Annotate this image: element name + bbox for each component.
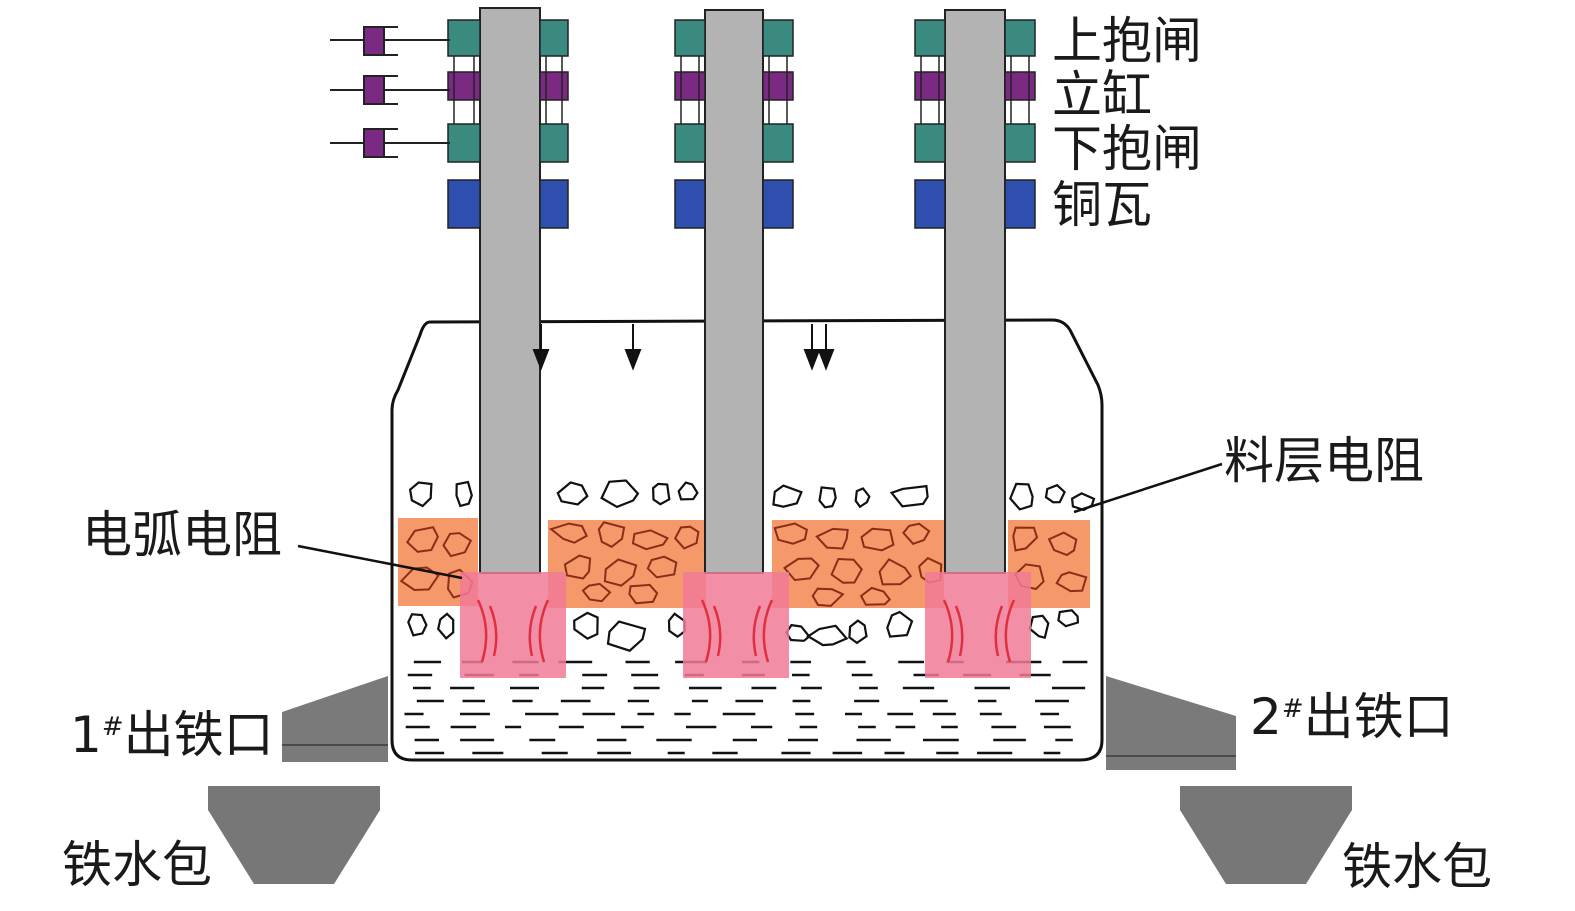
upper-clamp-left xyxy=(447,19,481,57)
burden-zone-2 xyxy=(548,520,706,608)
arc-zone-2 xyxy=(683,572,789,678)
arc-resistance-zones xyxy=(460,572,1031,678)
copper-tile-right xyxy=(762,179,794,229)
upper-clamp-right xyxy=(1004,19,1036,57)
copper-tile-right xyxy=(1004,179,1036,229)
upper-clamp-left xyxy=(674,19,706,57)
lower-clamp-left xyxy=(674,123,706,163)
arc-zone-1 xyxy=(460,572,566,678)
lower-clamp-right xyxy=(1004,123,1036,163)
cylinder-left xyxy=(674,71,706,101)
left-actuators xyxy=(330,26,450,158)
copper-tile-left xyxy=(674,179,706,229)
label-burden-resistance: 料层电阻 xyxy=(1224,432,1424,490)
lower-clamp-right xyxy=(762,123,794,163)
cylinder-right xyxy=(539,71,569,101)
upper-clamp-right xyxy=(762,19,794,57)
upper-clamp-right xyxy=(539,19,569,57)
ladle-left xyxy=(208,786,380,884)
electrode-3 xyxy=(944,9,1006,574)
copper-tile-left xyxy=(447,179,481,229)
burden-ore-in-zone xyxy=(399,521,1088,607)
arc-lines xyxy=(476,599,1016,663)
label-ladle-right: 铁水包 xyxy=(1342,838,1492,896)
label-lower-clamp: 下抱闸 xyxy=(1052,120,1202,178)
label-arc-resistance: 电弧电阻 xyxy=(82,506,282,564)
taphole-1 xyxy=(282,676,388,762)
upper-clamp-left xyxy=(914,19,946,57)
burden-ore-pieces xyxy=(407,479,1096,652)
cylinder-right xyxy=(762,71,794,101)
cylinder-right xyxy=(1004,71,1036,101)
cylinder-left xyxy=(914,71,946,101)
label-ladle-left: 铁水包 xyxy=(62,836,212,894)
label-upper-clamp: 上抱闸 xyxy=(1052,12,1202,70)
label-vertical-cylinder: 立缸 xyxy=(1052,66,1152,124)
electrode-holders xyxy=(447,19,1036,229)
lower-clamp-left xyxy=(914,123,946,163)
cylinder-left xyxy=(447,71,481,101)
arc-resistance-leader xyxy=(297,544,463,580)
label-taphole-2: 2#出铁口 xyxy=(1250,688,1454,746)
lower-clamp-left xyxy=(447,123,481,163)
feed-arrows xyxy=(532,324,835,371)
burden-resistance-leader xyxy=(1073,462,1223,514)
electrode-2 xyxy=(704,9,764,574)
electrode-1 xyxy=(479,7,541,574)
label-copper-tile: 铜瓦 xyxy=(1052,176,1152,234)
ladle-right xyxy=(1180,786,1352,884)
arc-zone-3 xyxy=(925,572,1031,678)
electrodes xyxy=(479,7,1006,574)
taphole-2 xyxy=(1106,676,1236,770)
copper-tile-left xyxy=(914,179,946,229)
label-taphole-1: 1#出铁口 xyxy=(70,706,274,764)
copper-tile-right xyxy=(539,179,569,229)
lower-clamp-right xyxy=(539,123,569,163)
